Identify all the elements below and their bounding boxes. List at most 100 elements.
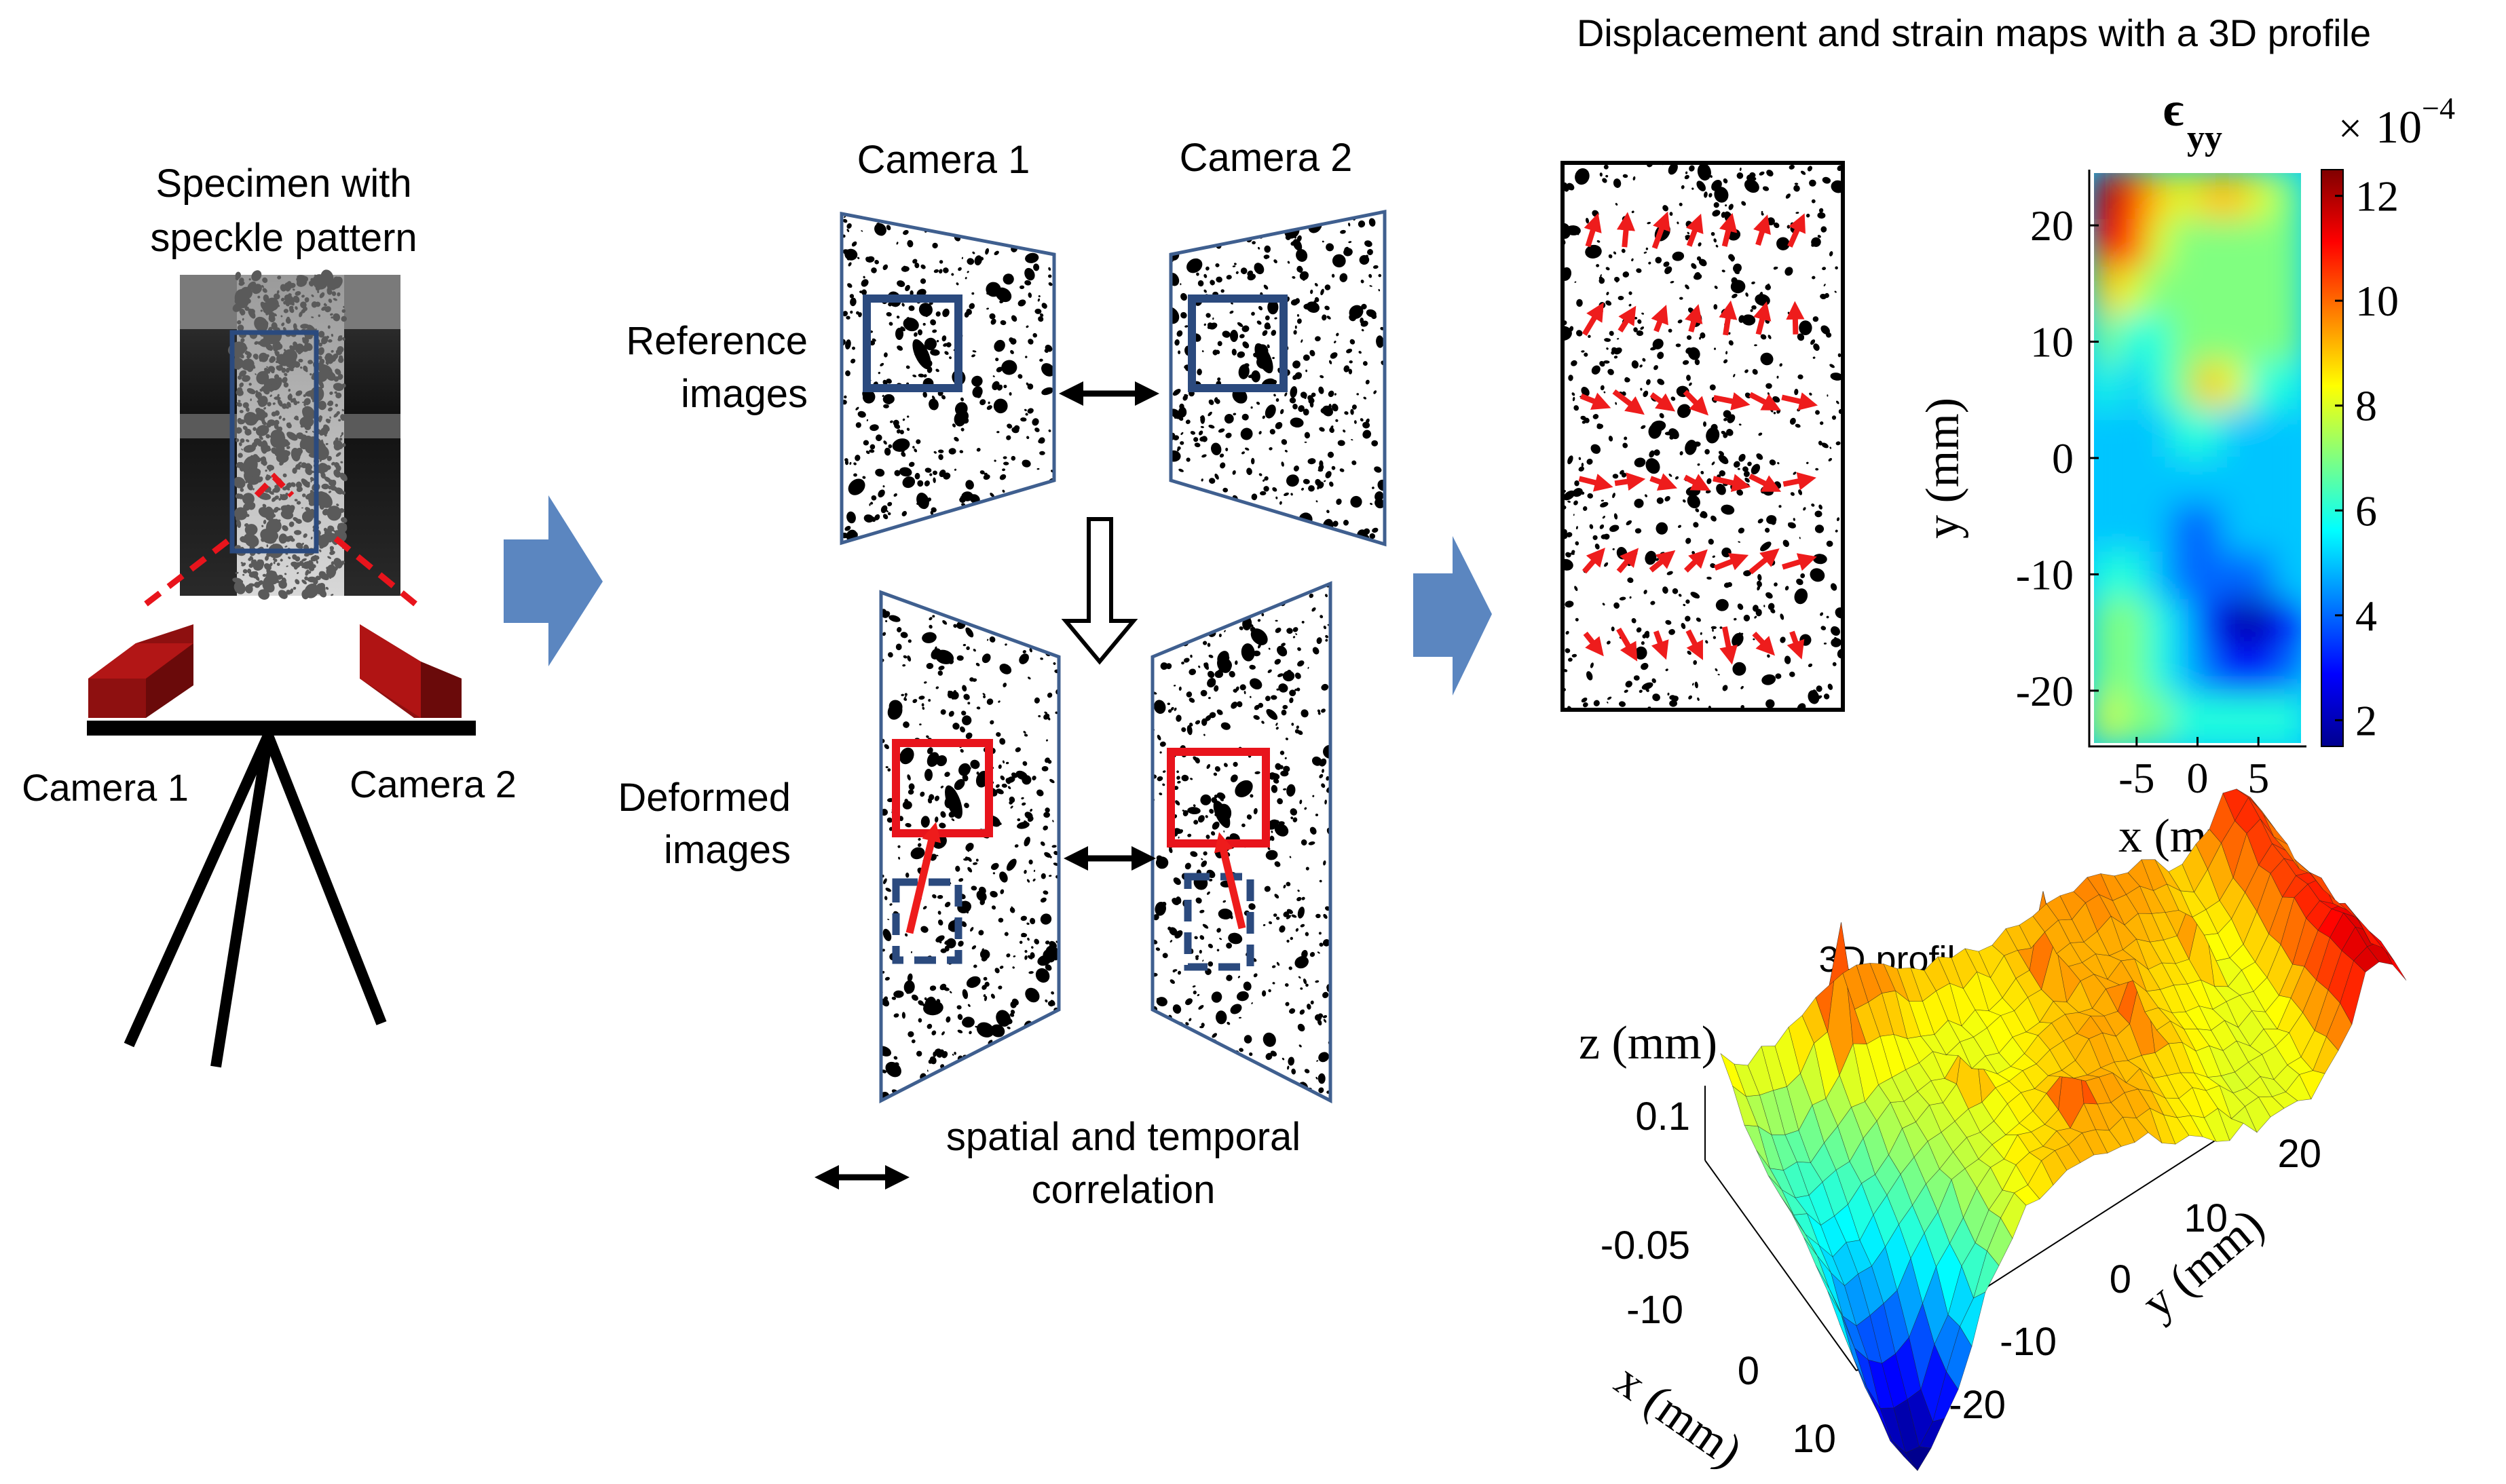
heatmap-cell <box>2247 219 2277 269</box>
strain-y-tick: -10 <box>2016 550 2074 598</box>
heatmap-cell <box>2247 267 2277 317</box>
heatmap-cell <box>2170 267 2199 317</box>
heatmap-cell <box>2118 267 2148 317</box>
heatmap-cell <box>2170 314 2199 364</box>
camera1-icon <box>88 624 193 718</box>
heatmap-cell <box>2196 552 2225 602</box>
surface-x-axis-label: x (mm) <box>1606 1354 1752 1477</box>
displacement-vector <box>1782 472 1816 491</box>
heatmap-cell <box>2273 219 2301 269</box>
strain-x-tick: 0 <box>2187 754 2209 802</box>
displacement-vector <box>1786 301 1805 335</box>
heatmap-cell <box>2222 504 2251 554</box>
surface-y-tick: 20 <box>2277 1132 2321 1176</box>
displacement-map <box>1560 161 1845 712</box>
scale-times: × <box>2338 106 2362 152</box>
heatmap-cell <box>2144 647 2173 697</box>
heatmap-cell <box>2170 457 2199 507</box>
heatmap-cell <box>2170 504 2199 554</box>
heatmap-cell <box>2144 599 2173 649</box>
displacement-vector <box>1714 553 1749 571</box>
heatmap-cell <box>2273 173 2301 222</box>
strain-y-axis-label: y (mm) <box>1917 398 1969 539</box>
heatmap-cell <box>2094 552 2122 602</box>
heatmap-cell <box>2118 457 2148 507</box>
specimen-speckle <box>227 269 348 600</box>
reference-subset-box <box>1188 294 1288 392</box>
heatmap-cell <box>2247 552 2277 602</box>
heatmap-cell <box>2170 552 2199 602</box>
surface-z-tick: 0.1 <box>1635 1095 1690 1139</box>
deformed-label-line1: Deformed <box>618 776 791 820</box>
heatmap-cell <box>2196 599 2225 649</box>
strain-x-tick: -5 <box>2118 754 2154 802</box>
displacement-vector <box>1578 474 1613 492</box>
heatmap-cell <box>2273 599 2301 649</box>
heatmap-cell <box>2144 457 2173 507</box>
heatmap-cell <box>2273 552 2301 602</box>
view-angle-marker <box>254 472 295 498</box>
heatmap-cell <box>2222 457 2251 507</box>
heatmap-cell <box>2118 647 2148 697</box>
displacement-vector <box>1683 549 1708 573</box>
displacement-vector <box>1787 213 1806 248</box>
heatmap-cell <box>2247 694 2277 743</box>
heatmap-cell <box>2247 457 2277 507</box>
displacement-vector <box>1649 392 1676 412</box>
displacement-vector <box>1683 474 1710 491</box>
heatmap-cell <box>2222 647 2251 697</box>
heatmap-cell <box>2094 267 2122 317</box>
heatmap-cell <box>2196 694 2225 743</box>
heatmap-cell <box>2170 647 2199 697</box>
surface-x-tick: -10 <box>1626 1288 1683 1332</box>
strain-x-tick: 5 <box>2247 754 2269 802</box>
displacement-vector <box>1748 473 1782 492</box>
displacement-vector <box>1616 212 1636 248</box>
heatmap-cell <box>2118 362 2148 412</box>
heatmap-cell <box>2170 599 2199 649</box>
displacement-vectors <box>1578 211 1818 665</box>
heatmap-cell <box>2273 267 2301 317</box>
heatmap-cell <box>2118 504 2148 554</box>
heatmap-cell <box>2222 552 2251 602</box>
displacement-vector <box>1685 629 1704 660</box>
surface-z-axis-label: z (mm) <box>1579 1017 1717 1069</box>
camera2-icon <box>360 624 462 718</box>
specimen-label-line1: Specimen with <box>155 161 411 206</box>
initial-subset-box <box>892 878 962 964</box>
heatmap-cell <box>2273 409 2301 459</box>
heatmap-cell <box>2094 409 2122 459</box>
heatmap-cell <box>2170 409 2199 459</box>
displacement-vector <box>1582 548 1605 574</box>
surface-mesh <box>1720 788 2407 1471</box>
heatmap-cell <box>2196 409 2225 459</box>
displacement-arrow <box>1214 832 1246 930</box>
stereo-setup: Specimen with speckle pattern <box>22 161 517 1068</box>
colorbar-tick: 8 <box>2355 382 2377 430</box>
displacement-vector <box>1651 305 1668 332</box>
initial-subset-box <box>1184 873 1254 971</box>
heatmap-cell <box>2144 362 2173 412</box>
heatmap-cell <box>2118 314 2148 364</box>
strain-symbol: ϵ <box>2163 82 2184 136</box>
displacement-vector <box>1582 302 1604 336</box>
displacement-vector <box>1685 304 1703 332</box>
colorbar-tick: 6 <box>2355 487 2377 535</box>
down-arrow-icon <box>1061 517 1138 665</box>
surface-x-tick: 10 <box>1792 1417 1836 1461</box>
heatmap-cell <box>2144 694 2173 743</box>
heatmap-cell <box>2222 362 2251 412</box>
heatmap-cell <box>2222 173 2251 222</box>
setup-camera2-label: Camera 2 <box>350 763 517 805</box>
surface-facet <box>2249 797 2276 830</box>
camera2-sightline <box>331 533 417 607</box>
heatmap-cell <box>2118 173 2148 222</box>
heatmap-cell <box>2273 314 2301 364</box>
legend-label-line2: correlation <box>1032 1168 1216 1212</box>
displacement-vector <box>1685 213 1704 247</box>
heatmap-cell <box>2222 267 2251 317</box>
